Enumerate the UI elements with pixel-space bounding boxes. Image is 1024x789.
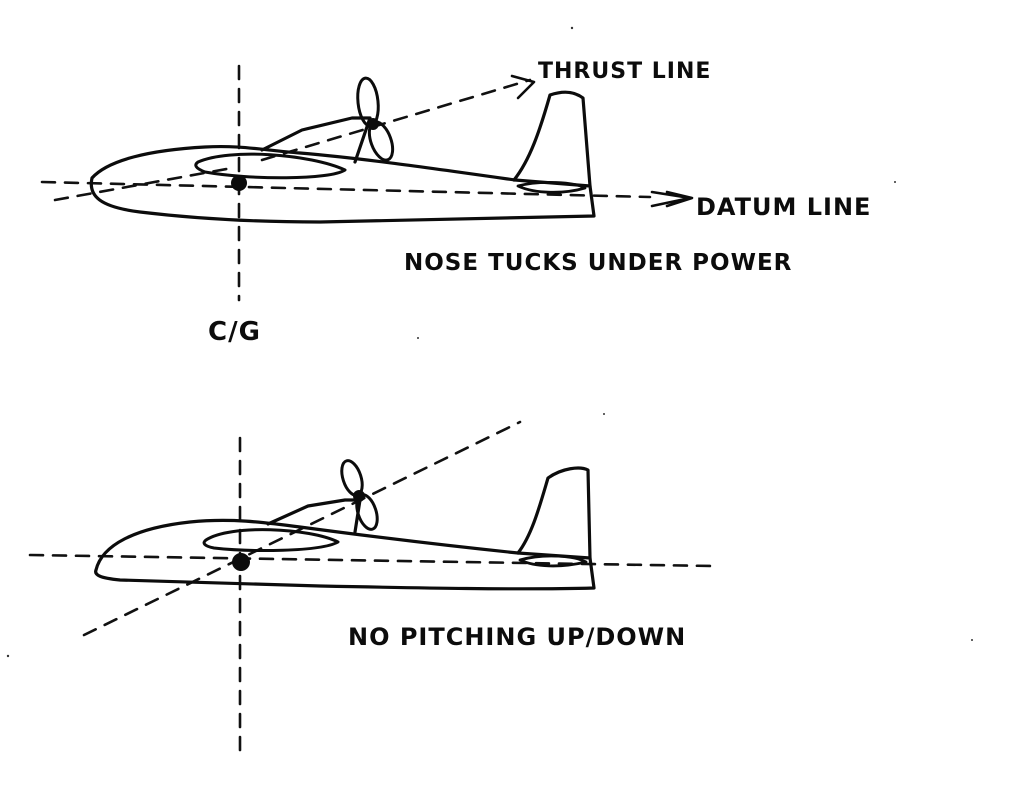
top-diagram: THRUST LINE DATUM LINE C/G NOSE TUCKS UN… (40, 59, 871, 347)
tailplane-top (516, 180, 587, 194)
tail-fin-bottom (516, 466, 592, 560)
datum-arrowhead (650, 190, 694, 208)
bottom-caption: NO PITCHING UP/DOWN (348, 623, 686, 651)
paper-specks (6, 26, 973, 658)
cg-label: C/G (208, 317, 261, 347)
datum-line-label: DATUM LINE (696, 193, 871, 221)
fuselage-bottom (94, 518, 596, 591)
datum-line (40, 180, 652, 199)
tailplane-bottom (518, 554, 588, 568)
pylon-bottom (266, 498, 362, 534)
cg-marker-bottom (232, 553, 250, 571)
thrust-line-rear (53, 166, 234, 202)
propeller-bottom (340, 459, 379, 531)
cg-marker-top (231, 175, 247, 191)
thrust-arrowhead (510, 74, 536, 100)
wing-top (194, 152, 347, 180)
bottom-diagram: NO PITCHING UP/DOWN (28, 420, 714, 762)
propeller-top (356, 76, 395, 162)
fuselage-top (89, 144, 596, 224)
thrust-line-label: THRUST LINE (538, 59, 711, 84)
thrust-line (260, 78, 532, 162)
pylon-top (260, 116, 372, 164)
datum-line-bottom (28, 553, 714, 568)
top-caption: NOSE TUCKS UNDER POWER (404, 250, 792, 276)
wing-bottom (202, 528, 340, 552)
tail-fin-top (512, 90, 592, 188)
